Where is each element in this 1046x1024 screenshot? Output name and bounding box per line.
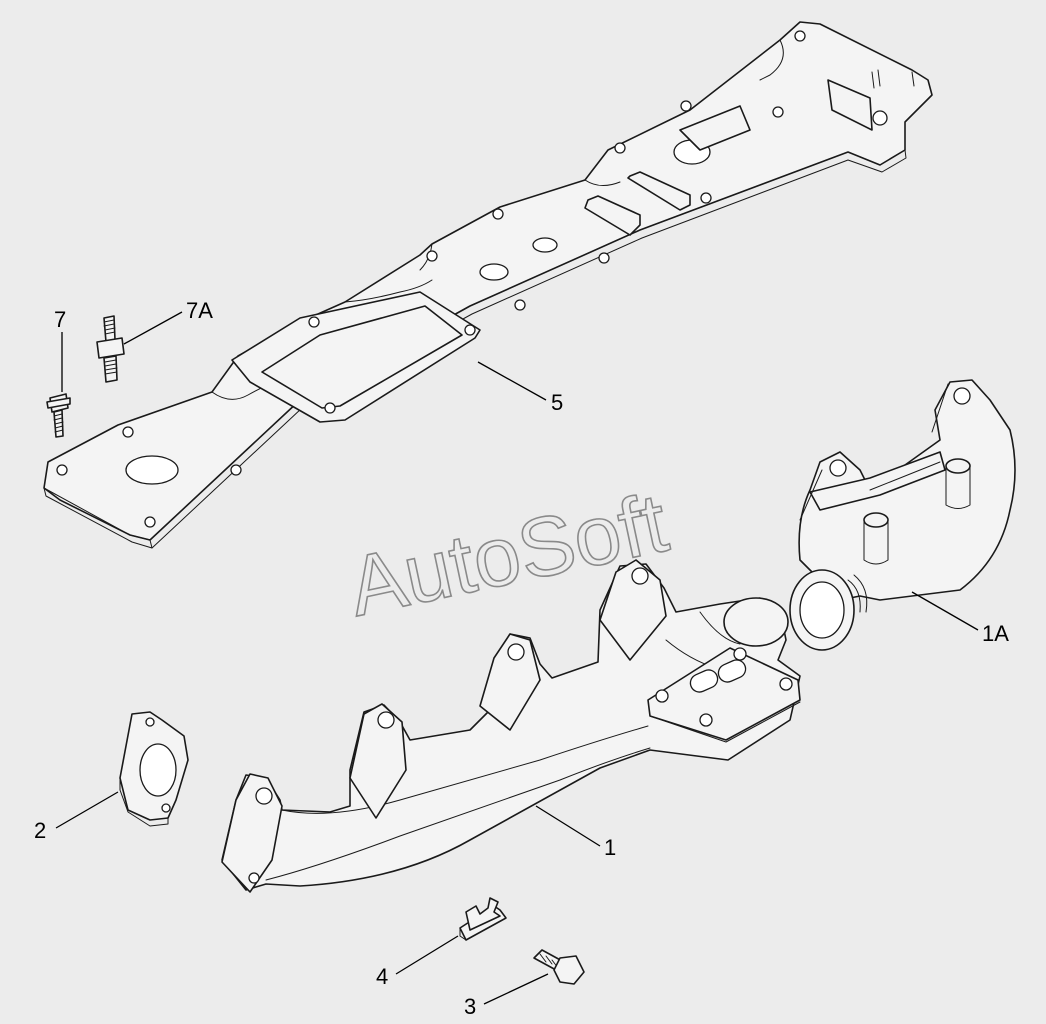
callout-5: 5 — [551, 390, 563, 415]
callout-7: 7 — [54, 307, 66, 332]
bolt-7 — [46, 393, 71, 438]
manifold-gasket-plate — [43, 21, 933, 549]
callout-1a: 1A — [982, 621, 1009, 646]
callout-2: 2 — [34, 818, 46, 843]
callout-7a: 7A — [186, 298, 213, 323]
manifold-section-1a — [789, 379, 1016, 651]
callout-4: 4 — [376, 964, 388, 989]
leader-lines — [55, 311, 979, 1005]
bolt-3 — [533, 949, 585, 985]
stud-7a — [96, 315, 125, 383]
exhaust-manifold-1 — [221, 559, 801, 893]
callout-3: 3 — [464, 994, 476, 1019]
callout-1: 1 — [604, 835, 616, 860]
lock-plate-4 — [459, 897, 507, 941]
gasket-2 — [119, 711, 189, 827]
